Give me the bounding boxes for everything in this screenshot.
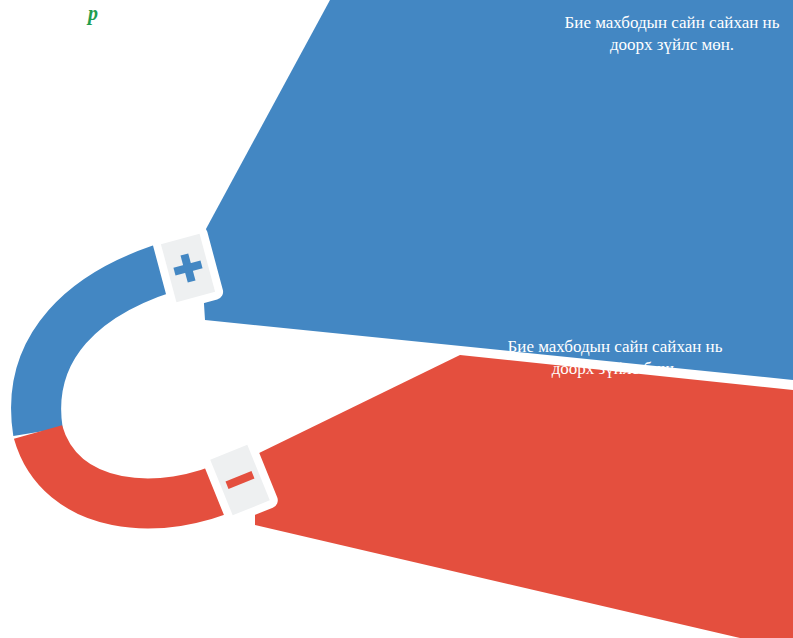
band-shape [255,355,793,638]
cap-frame [200,434,280,525]
plus-cap [151,224,225,312]
wedge-band: Бие махбодын сайн сайхан нь доорх зүйлс … [250,330,793,638]
plus-symbol [173,261,202,276]
band-outline [250,330,793,638]
minus-cap [200,434,280,525]
band-shape [200,0,793,380]
cap-frame [151,224,225,312]
minus-symbol [226,471,255,489]
heading-fragment: р [88,2,98,25]
cap-face [161,234,215,302]
cap-face [210,445,270,516]
band-outline [195,0,793,380]
band-text: Бие махбодын сайн сайхан нь доорх зүйлс … [490,336,740,380]
magnet-arm-blue [36,262,185,432]
band-text: Бие махбодын сайн сайхан нь доорх зүйлс … [547,12,793,56]
wedge-band: Бие махбодын сайн сайхан нь доорх зүйлс … [195,0,793,380]
